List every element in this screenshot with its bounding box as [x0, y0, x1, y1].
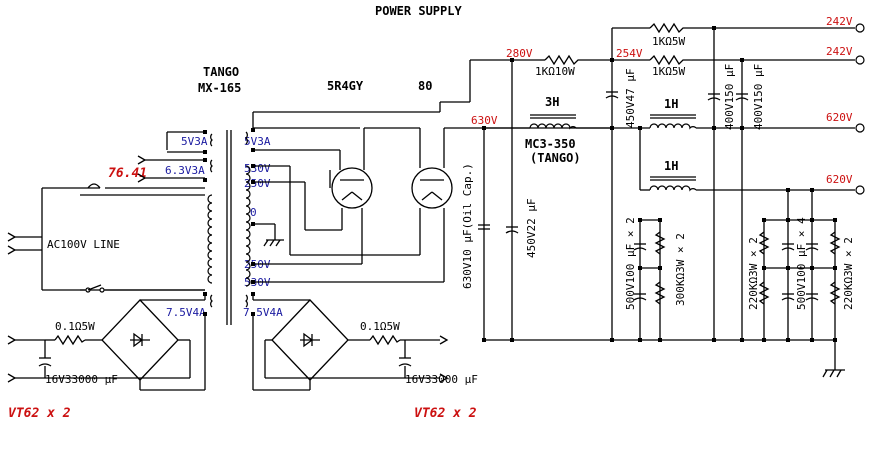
ground-icon: [263, 239, 284, 247]
filament-voltage: 76.41: [108, 166, 147, 181]
transformer-model: MX-165: [198, 81, 241, 95]
resistor-01-left-label: 0.1Ω5W: [55, 320, 95, 333]
voltage-620v-b: 620V: [826, 173, 853, 186]
resistor-stack-300k3w: [654, 231, 666, 305]
voltage-620v-a: 620V: [826, 111, 853, 124]
filament-output-wiring: [137, 155, 205, 183]
capacitor-400v150-a-label: 400V150 μF: [723, 64, 736, 130]
power-switch-icon: [85, 284, 105, 293]
diagram-title: POWER SUPPLY: [375, 4, 462, 18]
heater-load-right: VT62 x 2: [414, 406, 477, 421]
transformer-core: [226, 130, 232, 325]
voltage-242v-a: 242V: [826, 15, 853, 28]
transformer-left-75v-coil: [210, 294, 213, 308]
voltage-630v: 630V: [471, 114, 498, 127]
heater-load-left: VT62 x 2: [8, 406, 71, 421]
resistor-01-right-label: 0.1Ω5W: [360, 320, 400, 333]
right-dc-output-icon: [439, 335, 449, 383]
capacitor-500v100x2-label: 500V100 μF × 2: [624, 217, 637, 310]
capacitor-400v150-b-label: 400V150 μF: [752, 64, 765, 130]
hv-secondary-wiring: [253, 165, 445, 283]
resistor-stack-220k3w-b: [829, 231, 841, 305]
choke-3h: [529, 114, 577, 130]
capacitor-oil: [478, 224, 490, 230]
capacitor-400v150-a: [707, 28, 721, 340]
capacitor-16v-left: [38, 357, 52, 367]
resistor-300k3w-label: 300KΩ3W × 2: [674, 233, 687, 306]
transformer-right-5v-coil: [245, 131, 248, 145]
capacitor-500v100x4-label: 500V100 μF × 4: [795, 217, 808, 310]
rectifier-tube-5r4gy: [331, 128, 373, 209]
capacitor-stack-500v100x4: [763, 190, 836, 340]
rectifier-tube-label: 5R4GY: [327, 79, 364, 93]
chassis-ground-icon: [822, 369, 845, 378]
resistor-1k5w-b: [649, 54, 688, 66]
output-terminals: [855, 23, 865, 195]
capacitor-16v-right-label: 16V33000 μF: [405, 373, 478, 386]
winding-250v-top: 250V: [244, 177, 271, 190]
transformer-brand: TANGO: [203, 65, 239, 79]
winding-right-75v4a: 7.5V4A: [243, 306, 283, 319]
left-dc-output-icon: [7, 335, 17, 383]
resistor-01-left: [54, 334, 86, 346]
resistor-stack-220k3w-a: [758, 231, 770, 305]
choke-brand-label: (TANGO): [530, 151, 581, 165]
choke-model-label: MC3-350: [525, 137, 576, 151]
left-5v-wiring: [166, 131, 205, 153]
rectifier-tube-80: [411, 167, 453, 209]
voltage-242v-b: 242V: [826, 45, 853, 58]
choke-1h-a-label: 1H: [664, 97, 678, 111]
resistor-1k5w-b-label: 1KΩ5W: [652, 65, 685, 78]
top-loop-wiring: [252, 59, 540, 130]
capacitor-450v47: [605, 91, 619, 99]
transformer-hv-coil: [245, 165, 251, 287]
capacitor-16v-right: [398, 357, 412, 367]
winding-left-75v4a: 7.5V4A: [166, 306, 206, 319]
capacitor-450v47-label: 450V47 μF: [624, 68, 637, 128]
fuse-icon: [87, 183, 101, 189]
choke-1h-a: [649, 114, 697, 130]
winding-left-5v3a: 5V3A: [181, 135, 208, 148]
resistor-1k5w-a-label: 1KΩ5W: [652, 35, 685, 48]
right-lv-wiring: [252, 294, 440, 391]
winding-left-63v3a: 6.3V3A: [165, 164, 205, 177]
choke-1h-b: [649, 176, 697, 192]
rect-5v-wiring: [253, 127, 360, 151]
left-lv-wiring: [15, 294, 206, 391]
winding-right-5v3a: 5V3A: [244, 135, 271, 148]
capacitor-oil-label: 630V10 μF(Oil Cap.): [461, 163, 474, 289]
transformer-left-63v-coil: [210, 159, 213, 173]
tube-80-label: 80: [418, 79, 432, 93]
ac-plug-icon: [7, 232, 17, 255]
capacitor-stack-500v100x2: [633, 219, 661, 340]
b-plus-bus: [483, 27, 855, 370]
choke-3h-label: 3H: [545, 95, 559, 109]
junction-dots: [482, 26, 837, 342]
resistor-1k10w: [544, 54, 582, 66]
right-bridge-rectifier: [271, 299, 349, 381]
winding-zero: 0: [250, 206, 257, 219]
capacitor-450v22: [505, 226, 519, 234]
voltage-254v: 254V: [616, 47, 643, 60]
choke-1h-b-label: 1H: [664, 159, 678, 173]
resistor-220k3w-b-label: 220KΩ3W × 2: [842, 237, 855, 310]
transformer-left-5v-coil: [210, 133, 213, 147]
capacitor-400v150-b: [735, 60, 749, 340]
voltage-280v: 280V: [506, 47, 533, 60]
resistor-1k10w-label: 1KΩ10W: [535, 65, 575, 78]
capacitor-450v22-label: 450V22 μF: [525, 198, 538, 258]
transformer-right-75v-coil: [245, 294, 248, 308]
winding-530v-top: 530V: [244, 162, 271, 175]
resistor-01-right: [369, 334, 401, 346]
resistor-220k3w-a-label: 220KΩ3W × 2: [747, 237, 760, 310]
resistor-1k5w-a: [649, 22, 688, 34]
ac-line-label: AC100V LINE: [47, 238, 120, 251]
transformer-primary-coil: [207, 194, 213, 284]
capacitor-16v-left-label: 16V33000 μF: [45, 373, 118, 386]
